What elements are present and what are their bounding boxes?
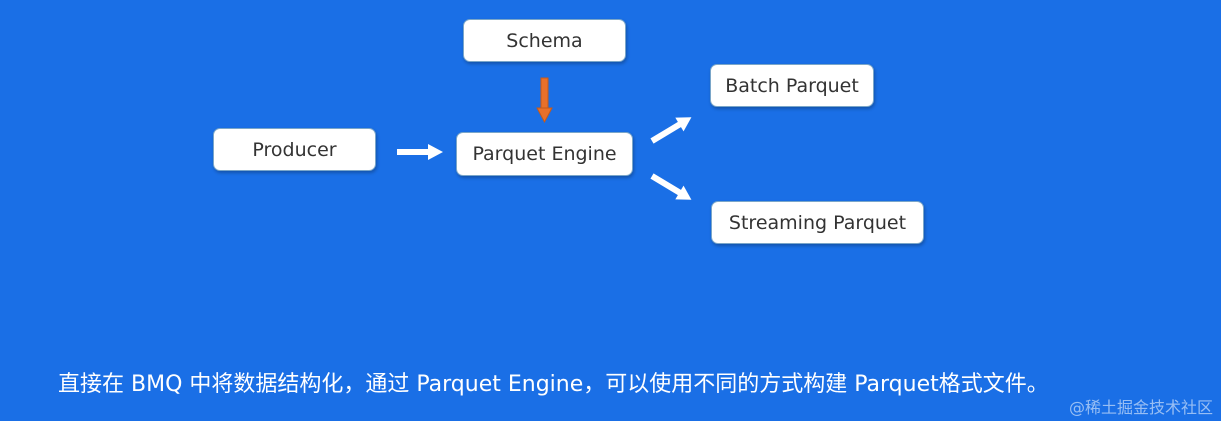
streaming-parquet-node: Streaming Parquet (711, 201, 924, 244)
batch-parquet-node: Batch Parquet (710, 64, 874, 107)
caption-text: 直接在 BMQ 中将数据结构化，通过 Parquet Engine，可以使用不同… (58, 372, 1049, 397)
producer-node: Producer (213, 128, 376, 171)
engine-to-streaming-arrow (650, 173, 692, 200)
schema-to-engine-arrow (536, 77, 553, 124)
engine-to-batch-arrow (650, 117, 692, 144)
parquet-engine-node: Parquet Engine (456, 132, 633, 176)
schema-node: Schema (463, 19, 626, 62)
watermark-text: @稀土掘金技术社区 (1068, 398, 1213, 417)
producer-to-engine-arrow (397, 144, 443, 160)
